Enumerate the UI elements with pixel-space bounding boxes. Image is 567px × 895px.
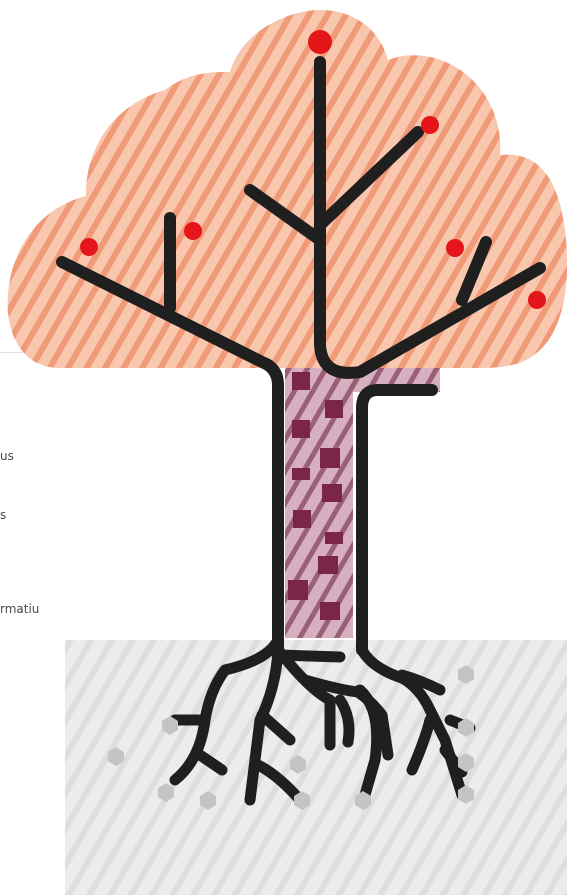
tree-crown [8, 10, 567, 368]
